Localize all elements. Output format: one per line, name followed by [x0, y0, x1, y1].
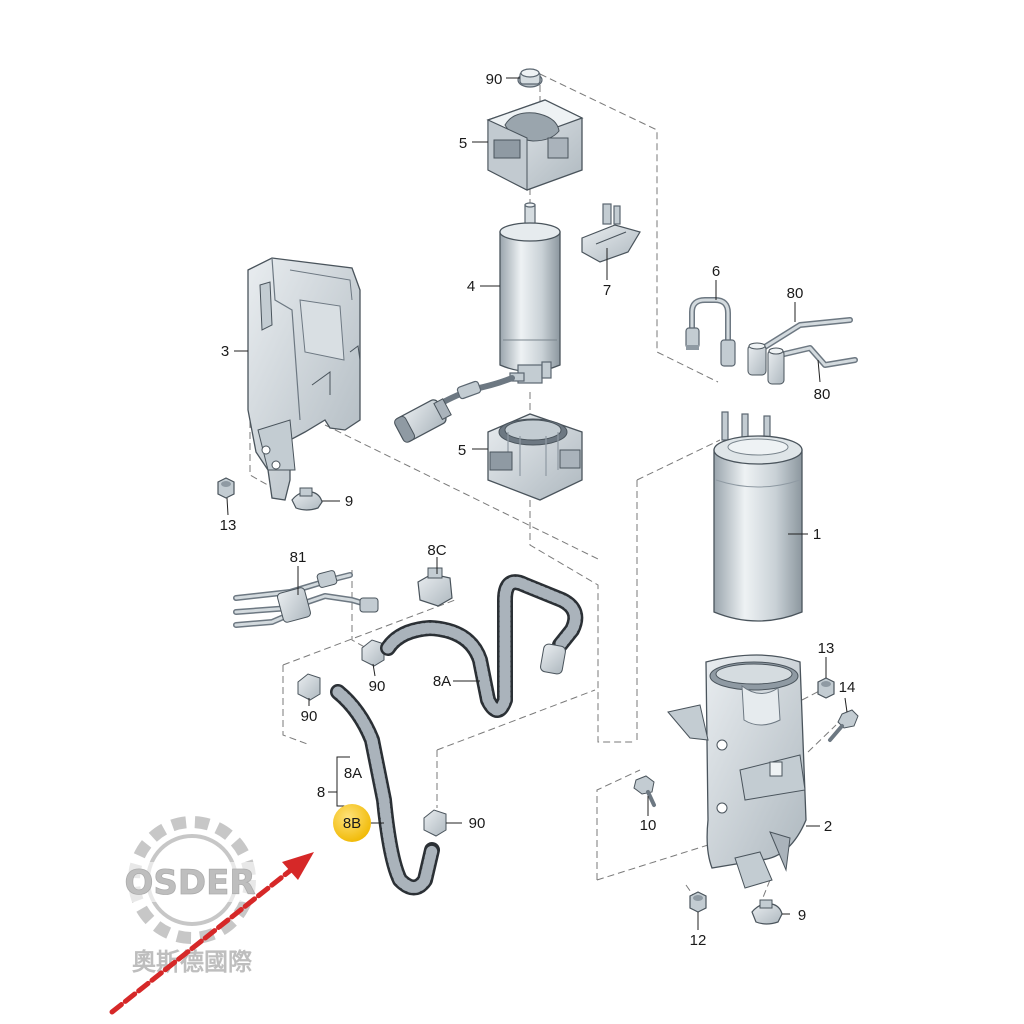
label-12: 12 [690, 932, 707, 949]
part-5-bottom-bracket [487, 413, 583, 501]
label-8a-bracket: 8A [344, 765, 362, 782]
label-6: 6 [712, 263, 720, 280]
part-12-nut [689, 891, 707, 913]
gear-icon [128, 816, 256, 944]
label-4: 4 [467, 278, 475, 295]
part-14-bolt [828, 709, 859, 742]
part-8b-hose [330, 684, 440, 896]
red-arrow-pointer [109, 852, 314, 1015]
part-5-top-bracket [486, 99, 584, 191]
label-2: 2 [824, 818, 832, 835]
label-13-right: 13 [818, 640, 835, 657]
label-3: 3 [221, 343, 229, 360]
part-8a-hose [380, 574, 584, 718]
watermark-subtitle: 奧斯德國際 [132, 948, 252, 976]
label-90-left: 90 [301, 708, 318, 725]
label-80-bottom: 80 [814, 386, 831, 403]
part-9-bottom-clip [751, 899, 783, 925]
part-90-left-clip [297, 673, 321, 701]
part-1-fuel-filter [713, 411, 803, 622]
part-2-filter-bracket [667, 654, 807, 889]
label-5-bottom: 5 [458, 442, 466, 459]
part-80-fuel-lines [747, 317, 858, 385]
part-7-bracket-clip [581, 203, 641, 263]
label-90-top: 90 [486, 71, 503, 88]
label-1: 1 [813, 526, 821, 543]
part-4-fuel-pump [499, 202, 561, 384]
part-13-right-nut [817, 677, 835, 699]
part-9-top-clip [291, 487, 323, 511]
label-90-mid: 90 [369, 678, 386, 695]
label-7: 7 [603, 282, 611, 299]
label-8c: 8C [427, 542, 446, 559]
label-8: 8 [317, 784, 325, 801]
label-9-bottom: 9 [798, 907, 806, 924]
leader-lines [226, 77, 848, 930]
watermark-brand: OSDER [124, 863, 255, 903]
label-14: 14 [839, 679, 856, 696]
part-10-bolt [633, 775, 656, 807]
label-80-top: 80 [787, 285, 804, 302]
part-90-bottom-clip [423, 809, 447, 837]
label-13-left: 13 [220, 517, 237, 534]
callout-labels: 90 5 4 7 3 6 80 80 5 9 13 1 81 8C 90 8A … [220, 71, 856, 949]
part-90-top-clip [517, 68, 543, 88]
label-10: 10 [640, 817, 657, 834]
part-13-left-nut [217, 477, 235, 499]
part-3-heat-shield [247, 257, 361, 501]
label-90-bottom: 90 [469, 815, 486, 832]
part-8c-clip [417, 567, 453, 607]
pump-wiring-connector [394, 375, 515, 443]
osder-watermark: OSDER 奧斯德國際 [100, 816, 280, 976]
label-5-top: 5 [459, 135, 467, 152]
part-81-line-bundle [233, 570, 379, 628]
part-6-fuel-hose [685, 297, 736, 367]
label-8a: 8A [433, 673, 451, 690]
label-81: 81 [290, 549, 307, 566]
highlight-8b-marker [333, 804, 371, 842]
label-9-top: 9 [345, 493, 353, 510]
part-90-mid-clip [361, 639, 385, 667]
label-8b: 8B [343, 815, 361, 832]
